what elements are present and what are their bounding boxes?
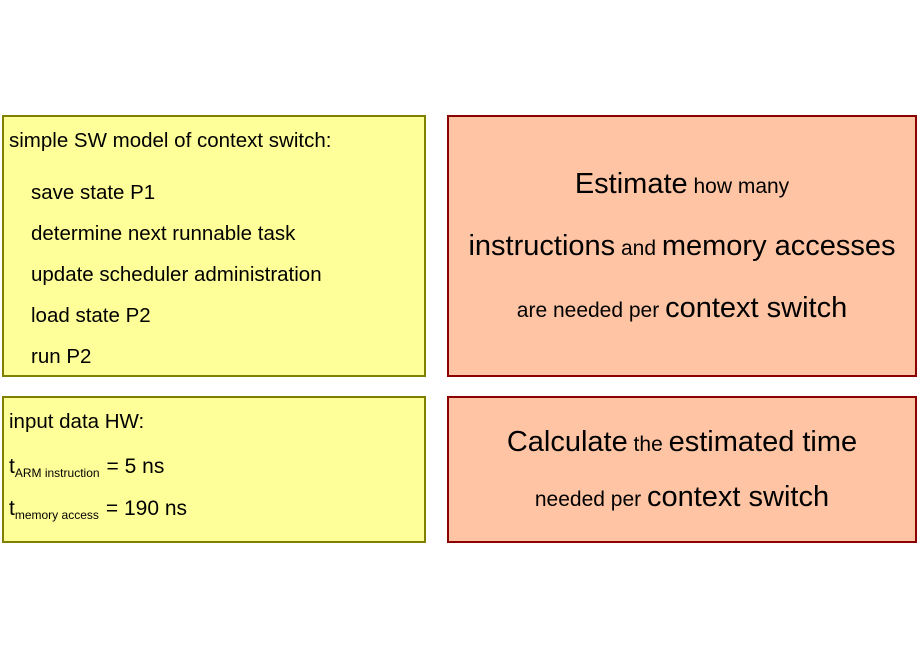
text-run: memory accesses [661,229,896,262]
param-value: = 190 ns [105,497,188,520]
param-arm-instruction: tARM instruction = 5 ns [9,455,165,480]
input-data-heading: input data HW: [9,410,145,433]
text-run: context switch [646,480,830,513]
param-symbol: t [9,455,15,478]
estimate-text-block: Estimate how many instructions and memor… [449,117,915,375]
param-memory-access: tmemory access = 190 ns [9,497,188,522]
list-item: load state P2 [31,304,151,327]
estimate-line-2: instructions and memory accesses [468,229,896,262]
text-run: are needed per [516,298,666,322]
text-run: the [627,432,669,456]
text-run: Calculate [506,425,628,458]
text-run: instructions [468,229,616,262]
list-item: update scheduler administration [31,263,322,286]
text-run: needed per [534,487,647,511]
estimate-question-box: Estimate how many instructions and memor… [447,115,917,377]
input-data-box: input data HW: tARM instruction= 5 ns tm… [2,396,426,543]
param-symbol: t [9,497,15,520]
list-item: determine next runnable task [31,222,296,245]
text-run: how many [687,174,790,198]
list-item: run P2 [31,345,92,368]
calculate-line-1: Calculate the estimated time [506,425,858,458]
text-run: context switch [665,291,848,324]
calculate-question-box: Calculate the estimated time needed per … [447,396,917,543]
calculate-line-2: needed per context switch [534,480,830,513]
text-run: and [615,236,662,260]
param-subscript: memory access [14,508,99,522]
estimate-line-1: Estimate how many [574,167,790,200]
text-run: Estimate [574,167,688,200]
param-subscript: ARM instruction [14,466,100,480]
calculate-text-block: Calculate the estimated time needed per … [449,398,915,541]
list-item: save state P1 [31,181,156,204]
param-value: = 5 ns [106,455,165,478]
estimate-line-3: are needed per context switch [516,291,848,324]
text-run: estimated time [668,425,858,458]
sw-model-box: simple SW model of context switch: save … [2,115,426,377]
sw-model-heading: simple SW model of context switch: [9,129,332,152]
sw-model-step-list: save state P1 determine next runnable ta… [31,172,322,377]
